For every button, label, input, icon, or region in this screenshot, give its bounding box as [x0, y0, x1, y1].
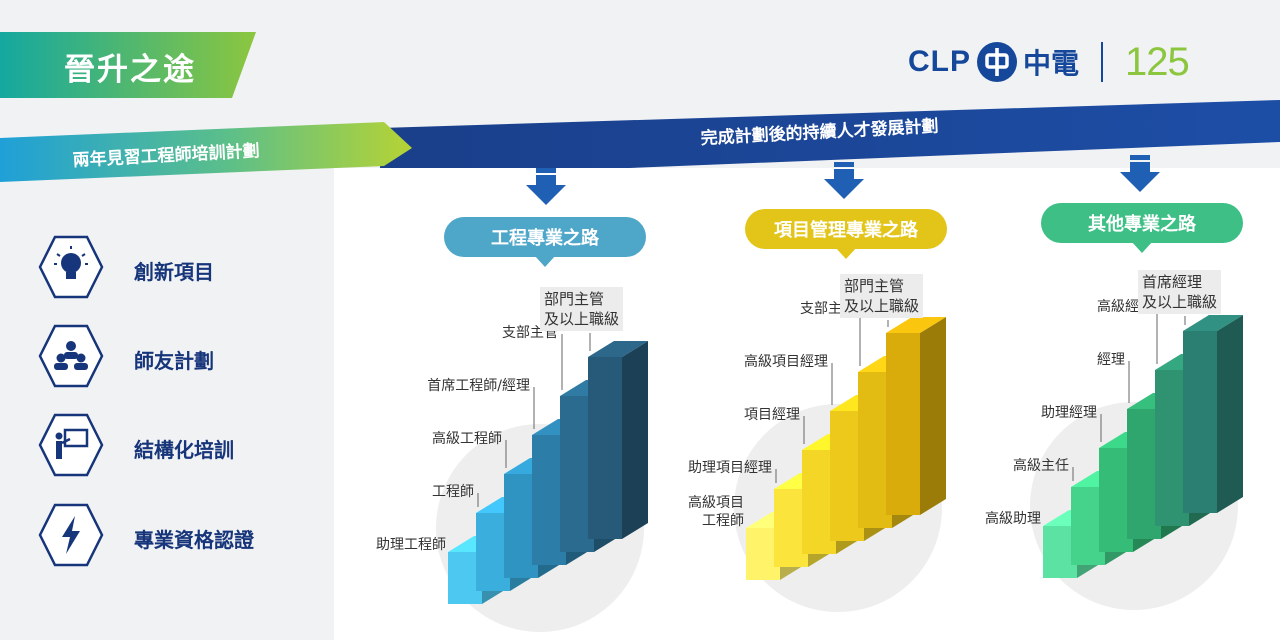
pill-pointer	[835, 247, 857, 259]
logo-anniversary: 125	[1125, 39, 1190, 84]
path-title-project-management: 項目管理專業之路	[745, 209, 947, 249]
top-level-label: 首席經理及以上職級	[1138, 270, 1222, 314]
career-level-label: 高級主任	[1013, 458, 1069, 474]
path-title-engineering: 工程專業之路	[444, 217, 646, 257]
career-level-label: 項目經理	[744, 407, 800, 423]
feature-label-structured-training: 結構化培訓	[134, 438, 234, 462]
lightbulb-icon	[38, 235, 104, 299]
feature-label-mentorship: 師友計劃	[134, 349, 214, 373]
top-level-label: 部門主管及以上職級	[540, 287, 624, 331]
path-title-other: 其他專業之路	[1041, 203, 1243, 243]
down-arrow-icon	[1120, 155, 1160, 192]
career-level-label: 高級項目 工程師	[688, 495, 744, 529]
presentation-board-icon	[38, 413, 104, 477]
mentorship-group-icon	[38, 324, 104, 388]
top-level-label: 部門主管及以上職級	[840, 274, 924, 318]
feature-label-certification: 專業資格認證	[134, 528, 254, 552]
logo-chinese-text: 中電	[1023, 47, 1080, 80]
down-arrow-icon	[526, 168, 566, 205]
career-level-block	[1183, 315, 1243, 513]
path-header-project-management: 項目管理專業之路	[745, 209, 947, 259]
logo-divider	[1101, 42, 1104, 82]
lightning-bolt-icon	[38, 503, 104, 567]
career-level-label: 工程師	[432, 484, 474, 500]
career-level-label: 助理工程師	[376, 537, 446, 553]
career-level-label: 高級工程師	[432, 431, 502, 447]
clp-logo: CLP 中電 125	[908, 38, 1190, 86]
career-level-label: 高級助理	[985, 511, 1041, 527]
left-band	[0, 122, 412, 182]
logo-emblem-icon	[977, 42, 1017, 82]
career-level-block	[886, 317, 946, 515]
career-level-label: 助理經理	[1041, 405, 1097, 421]
feature-label-innovation: 創新項目	[134, 260, 214, 284]
logo-brand-text: CLP	[908, 45, 971, 78]
down-arrow-icon	[824, 162, 864, 199]
career-level-label: 高級項目經理	[744, 354, 828, 370]
right-band	[380, 100, 1280, 178]
title-tag	[0, 32, 256, 98]
path-header-other: 其他專業之路	[1041, 203, 1243, 253]
career-level-label: 助理項目經理	[688, 460, 772, 476]
career-level-label: 首席工程師/經理	[427, 378, 530, 394]
career-level-block	[588, 341, 648, 539]
pill-pointer	[1131, 241, 1153, 253]
career-level-label: 經理	[1097, 352, 1125, 368]
path-header-engineering: 工程專業之路	[444, 217, 646, 267]
page-title: 晉升之途	[64, 52, 196, 88]
pill-pointer	[534, 255, 556, 267]
